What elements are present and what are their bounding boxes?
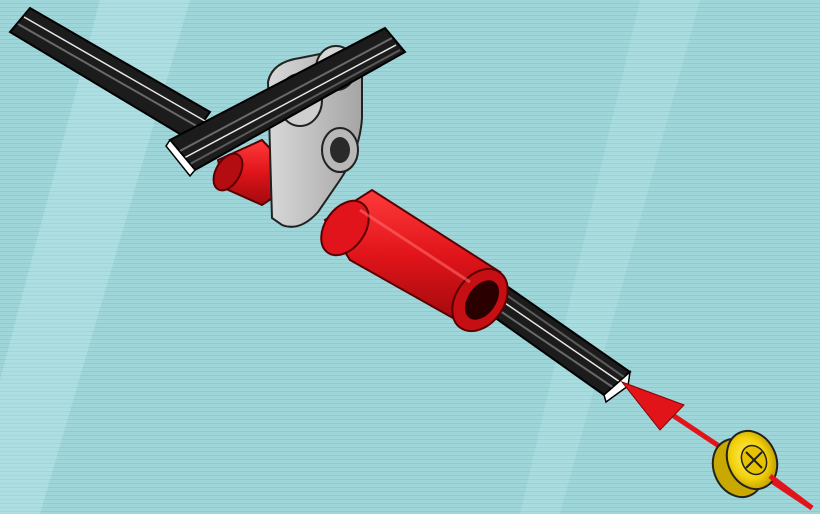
instruction-scene <box>0 0 820 514</box>
